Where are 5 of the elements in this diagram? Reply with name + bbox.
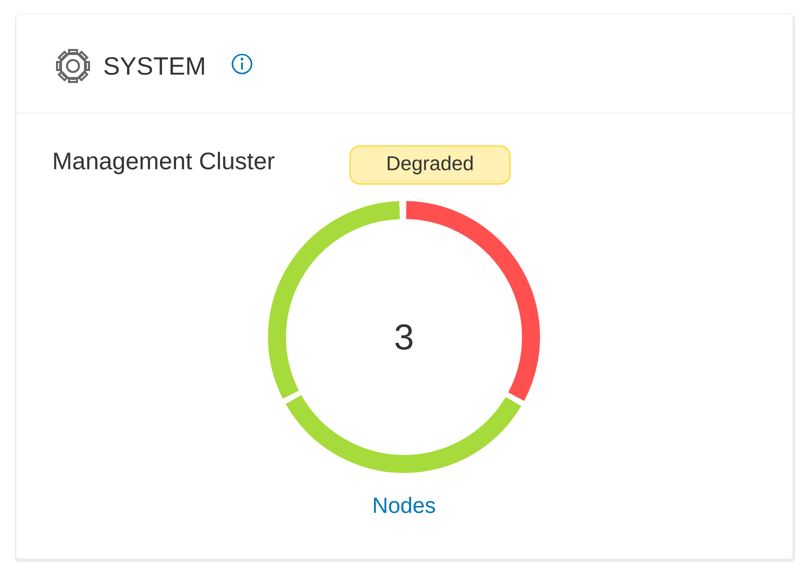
donut-center-value: 3 [395,324,412,350]
card-title: SYSTEM [104,57,204,75]
chart-link: Nodes [374,496,435,514]
section-label: Management Cluster [54,152,275,174]
status-badge: Degraded [349,145,511,185]
